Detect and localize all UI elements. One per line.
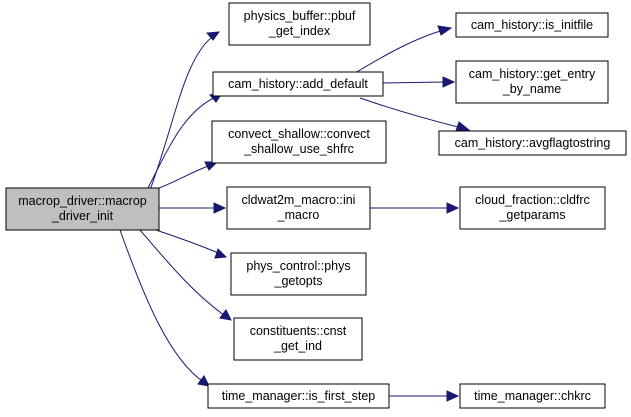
node-is-initfile-line-1: cam_history::is_initfile [471, 18, 593, 32]
node-avgflag-line-1: cam_history::avgflagtostring [455, 136, 611, 150]
edge-first-step-to-chkrc [389, 390, 460, 402]
node-cnst-line-2: _get_ind [273, 339, 322, 353]
node-chkrc-line-1: time_manager::chkrc [474, 389, 591, 403]
node-cldfrc-getparams[interactable]: cloud_fraction::cldfrc _getparams [459, 186, 606, 230]
node-chkrc[interactable]: time_manager::chkrc [459, 383, 606, 409]
node-pbuf-line-2: _get_index [268, 24, 331, 38]
node-pbuf-get-index[interactable]: physics_buffer::pbuf _get_index [228, 2, 371, 46]
node-is-initfile[interactable]: cam_history::is_initfile [455, 12, 609, 38]
node-convect-shallow-use-shfrc[interactable]: convect_shallow::convect _shallow_use_sh… [211, 120, 387, 164]
node-convect-line-1: convect_shallow::convect [228, 127, 370, 141]
node-phys-control-line-2: _getopts [274, 274, 323, 288]
edge-macrop-to-first-step [119, 229, 210, 387]
node-cldfrc-line-1: cloud_fraction::cldfrc [475, 193, 590, 207]
node-macrop-driver-init[interactable]: macrop_driver::macrop _driver_init [5, 187, 160, 231]
edge-macrop-to-pbuf [149, 31, 221, 191]
edge-macrop-to-convect [158, 161, 219, 189]
node-cldwat2m-line-2: _macro [277, 208, 320, 222]
edge-macrop-to-cldwat2m [159, 202, 227, 214]
node-add-default-line-1: cam_history::add_default [228, 77, 368, 91]
node-get-entry-by-name[interactable]: cam_history::get_entry _by_name [455, 60, 609, 104]
node-cldfrc-line-2: _getparams [498, 208, 565, 222]
node-cldwat2m-line-1: cldwat2m_macro::ini [242, 193, 356, 207]
node-cldwat2m-ini-macro[interactable]: cldwat2m_macro::ini _macro [226, 186, 371, 230]
edge-add-default-to-is-initfile [354, 25, 453, 74]
node-cnst-line-1: constituents::cnst [250, 324, 347, 338]
node-is-first-step[interactable]: time_manager::is_first_step [207, 383, 390, 409]
node-macrop-line-2: _driver_init [51, 209, 114, 223]
edge-cldwat2m-to-cldfrc [370, 202, 460, 214]
edge-add-default-to-get-entry [382, 76, 456, 88]
edge-macrop-to-add-default [147, 92, 224, 189]
edge-macrop-to-phys-control [149, 227, 228, 259]
node-pbuf-line-1: physics_buffer::pbuf [244, 9, 356, 23]
edge-macrop-to-cnst [139, 229, 232, 321]
node-cnst-get-ind[interactable]: constituents::cnst _get_ind [233, 317, 363, 361]
node-macrop-line-1: macrop_driver::macrop [18, 194, 147, 208]
node-first-step-line-1: time_manager::is_first_step [222, 389, 376, 403]
node-add-default[interactable]: cam_history::add_default [212, 71, 384, 97]
node-get-entry-line-2: _by_name [502, 82, 561, 96]
node-avgflagtostring[interactable]: cam_history::avgflagtostring [438, 130, 627, 156]
node-phys-getopts[interactable]: phys_control::phys _getopts [230, 252, 367, 296]
node-convect-line-2: _shallow_use_shfrc [243, 142, 354, 156]
node-phys-control-line-1: phys_control::phys [246, 259, 350, 273]
node-get-entry-line-1: cam_history::get_entry [469, 67, 596, 81]
